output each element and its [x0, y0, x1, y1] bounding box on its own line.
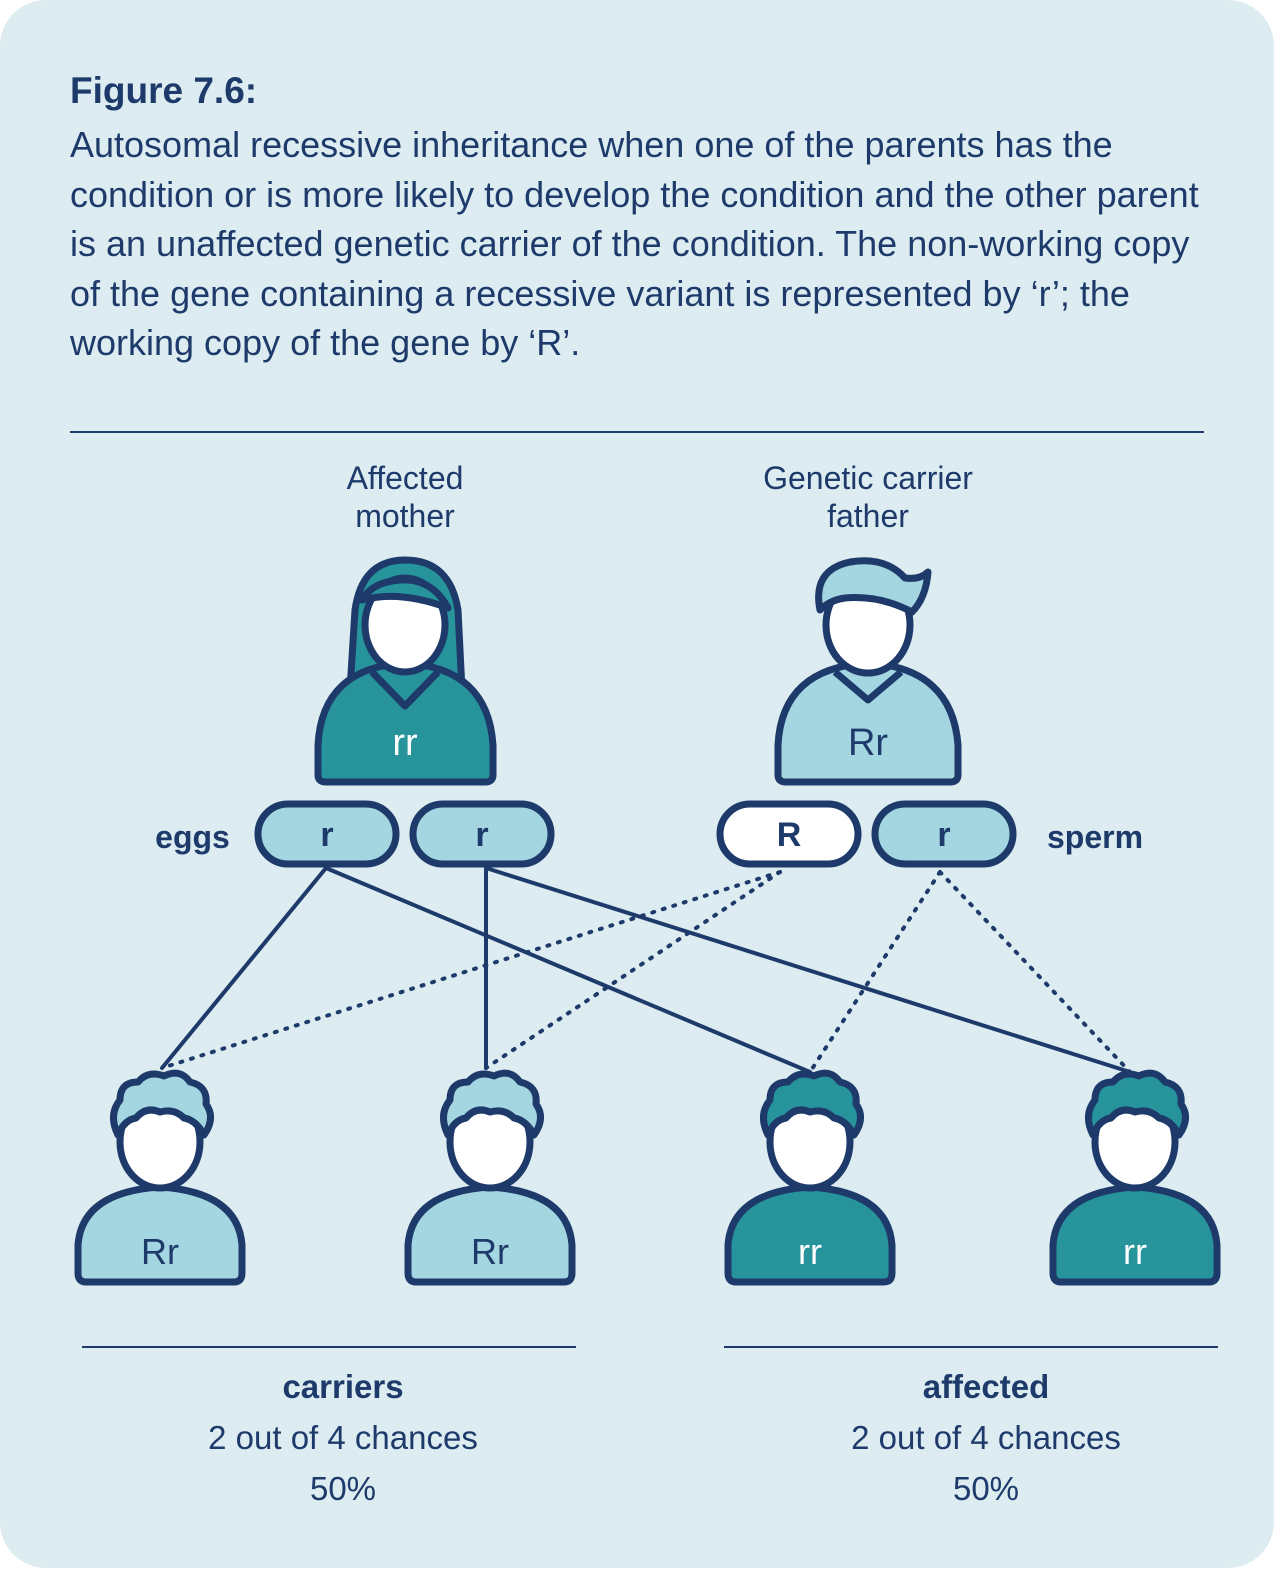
mother-fringe — [358, 576, 452, 612]
sperm-allele-2: r — [871, 800, 1017, 868]
child-3-genotype: rr — [798, 1231, 822, 1272]
line-spermr-child4 — [938, 870, 1132, 1074]
line-spermr-child3 — [808, 870, 942, 1074]
father-genotype: Rr — [848, 722, 888, 764]
mother-label-line2: mother — [355, 498, 455, 534]
child-3: rr — [724, 1069, 896, 1286]
carriers-summary: carriers 2 out of 4 chances 50% — [82, 1362, 604, 1514]
father-hair — [815, 557, 932, 616]
mother-genotype: rr — [392, 722, 418, 764]
mother-collar — [369, 669, 441, 710]
child-2-genotype: Rr — [471, 1231, 509, 1272]
child-4-body — [1049, 1183, 1221, 1286]
child-4-hair — [1085, 1069, 1189, 1139]
father-body — [774, 659, 962, 786]
inheritance-lines — [160, 866, 1132, 1074]
child-2-body — [404, 1183, 576, 1286]
child-4: rr — [1049, 1069, 1221, 1286]
carriers-label: carriers — [282, 1368, 404, 1405]
mother-figure — [314, 556, 497, 786]
egg-pill-1 — [254, 800, 400, 868]
egg-allele-1-label: r — [320, 816, 333, 854]
child-2-hair — [440, 1069, 544, 1139]
sperm-label: sperm — [1046, 819, 1144, 855]
line-egg2-child4 — [484, 866, 1132, 1074]
father-figure — [774, 557, 962, 786]
eggs-label: eggs — [155, 819, 230, 855]
mother-label-line1: Affected — [346, 460, 464, 496]
figure-title: Figure 7.6: — [70, 70, 258, 111]
affected-summary: affected 2 out of 4 chances 50% — [724, 1362, 1248, 1514]
sperm-allele-1-label: R — [777, 816, 802, 854]
mother-label: Affected mother — [255, 459, 555, 535]
line-egg1-child1 — [160, 866, 328, 1070]
father-label-line2: father — [827, 498, 909, 534]
child-4-genotype: rr — [1123, 1231, 1147, 1272]
child-3-hair — [760, 1069, 864, 1139]
egg-allele-2: r — [409, 800, 555, 868]
affected-divider — [724, 1346, 1218, 1348]
carriers-percent: 50% — [309, 1470, 377, 1507]
caption-divider — [70, 431, 1204, 433]
carriers-chances: 2 out of 4 chances — [208, 1419, 478, 1456]
line-spermR-child1 — [160, 870, 782, 1070]
mother-body — [314, 659, 497, 786]
child-2: Rr — [404, 1069, 576, 1286]
egg-allele-2-label: r — [475, 816, 488, 854]
egg-pill-2 — [409, 800, 555, 868]
line-spermR-child2 — [484, 870, 782, 1070]
affected-label: affected — [922, 1368, 1050, 1405]
child-1-hair — [110, 1069, 214, 1139]
affected-percent: 50% — [952, 1470, 1020, 1507]
child-1-body — [74, 1183, 246, 1286]
sperm-pill-1 — [716, 800, 862, 868]
father-label-line1: Genetic carrier — [763, 460, 973, 496]
child-1-genotype: Rr — [141, 1231, 179, 1272]
child-3-body — [724, 1183, 896, 1286]
child-1: Rr — [74, 1069, 246, 1286]
egg-allele-1: r — [254, 800, 400, 868]
sperm-pill-2 — [871, 800, 1017, 868]
sperm-allele-1: R — [716, 800, 862, 868]
father-label: Genetic carrier father — [718, 459, 1018, 535]
figure-caption: Autosomal recessive inheritance when one… — [70, 124, 1199, 363]
sperm-allele-2-label: r — [937, 816, 950, 854]
carriers-divider — [82, 1346, 576, 1348]
affected-chances: 2 out of 4 chances — [851, 1419, 1121, 1456]
line-egg1-child3 — [324, 866, 812, 1074]
father-collar — [832, 669, 904, 704]
